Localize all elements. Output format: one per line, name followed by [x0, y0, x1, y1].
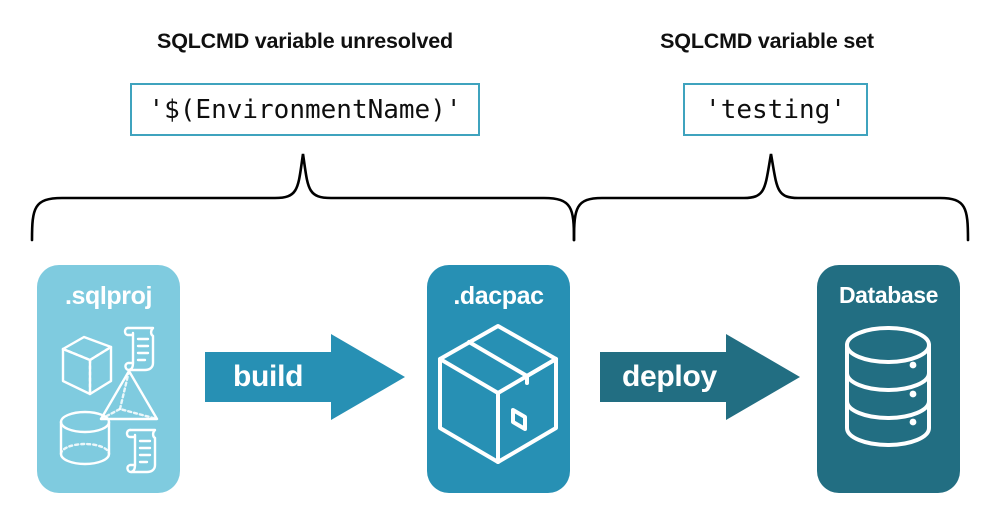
card-label-dacpac: .dacpac: [453, 282, 544, 310]
card-label-sqlproj: .sqlproj: [64, 282, 153, 310]
deploy-arrow: deploy: [600, 334, 800, 420]
code-box-unresolved-variable: '$(EnvironmentName)': [130, 83, 480, 136]
card-database[interactable]: Database: [817, 265, 960, 493]
deploy-arrow-label: deploy: [622, 360, 717, 393]
package-box-icon: [427, 315, 570, 485]
project-objects-icon: [37, 315, 180, 485]
left-brace: [28, 152, 578, 242]
section-title-right: SQLCMD variable set: [660, 29, 874, 53]
database-cylinder-icon: [817, 315, 960, 485]
section-title-left: SQLCMD variable unresolved: [157, 29, 453, 53]
card-label-database: Database: [838, 282, 939, 308]
build-arrow: build: [205, 334, 405, 420]
code-box-set-variable: 'testing': [683, 83, 868, 136]
card-dacpac[interactable]: .dacpac: [427, 265, 570, 493]
card-sqlproj[interactable]: .sqlproj: [37, 265, 180, 493]
build-arrow-label: build: [233, 360, 304, 393]
right-brace: [570, 152, 972, 242]
